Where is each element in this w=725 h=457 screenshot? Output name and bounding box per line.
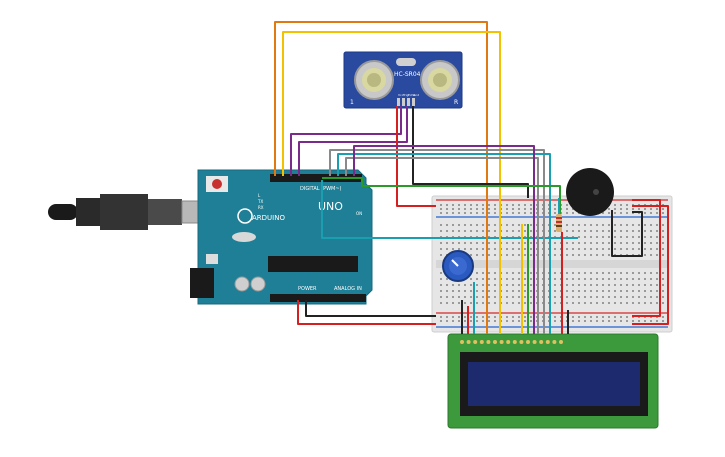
sensor-pin-vcc: Vcc (398, 93, 404, 97)
sensor-pin-gnd: Gnd (413, 93, 419, 97)
wire-yellow (282, 31, 501, 224)
rx-label: RX (258, 205, 264, 210)
wire-black-gnd (305, 300, 436, 317)
piezo-buzzer (566, 168, 614, 216)
potentiometer[interactable] (442, 250, 474, 282)
l-label: L (258, 193, 261, 198)
lcd-display (447, 333, 659, 429)
infinity-logo-icon (237, 208, 253, 224)
power-label: POWER (298, 286, 317, 292)
usb-cable (48, 194, 209, 230)
digital-label: DIGITAL (PWM~) (300, 186, 342, 192)
wire-black-sensor-gnd (412, 106, 529, 198)
arduino-model: UNO (318, 200, 343, 213)
sensor-corner-right: R (454, 99, 458, 106)
wire-buzzer-red (632, 199, 661, 317)
sensor-label: HC-SR04 (394, 71, 421, 78)
analog-label: ANALOG IN (334, 286, 362, 292)
wire-blue (321, 180, 578, 239)
wire-orange (274, 21, 488, 224)
sensor-pin-echo: Echo (408, 93, 415, 97)
power-analog-header (270, 294, 366, 302)
oscillator (396, 58, 416, 66)
on-label: ON (356, 211, 362, 216)
wire-buzzer-black (611, 210, 643, 257)
wire-purple-sensor-1 (290, 106, 402, 176)
wire-green (322, 177, 561, 214)
reset-button[interactable] (212, 179, 222, 189)
crystal (232, 232, 256, 242)
sensor-corner-left: 1 (350, 99, 354, 106)
wire-red-sensor-vcc (396, 106, 436, 207)
wire-red-vcc (297, 300, 436, 325)
arduino-board: ARDUINO UNO DIGITAL (PWM~) POWER ANALOG … (190, 169, 373, 305)
lcd-pins (460, 340, 563, 344)
digital-header (270, 174, 362, 182)
microcontroller-chip (268, 256, 358, 272)
lcd-screen (468, 362, 640, 406)
wire-purple-sensor-2 (298, 106, 408, 176)
sensor-pin-trig: Trig (402, 93, 408, 97)
wire-gray-2 (345, 157, 539, 224)
buzzer-body (566, 168, 614, 216)
wires (274, 21, 669, 334)
breadboard-holes (440, 204, 664, 322)
arduino-brand: ARDUINO (252, 214, 285, 222)
power-jack (190, 268, 214, 298)
tx-label: TX (257, 199, 263, 204)
wire-teal-1 (337, 153, 551, 224)
ultrasonic-sensor: HC-SR04 1 R Vcc Trig Echo Gnd (343, 51, 463, 109)
wire-buzzer-red-2 (632, 205, 669, 325)
resistor (556, 214, 562, 232)
